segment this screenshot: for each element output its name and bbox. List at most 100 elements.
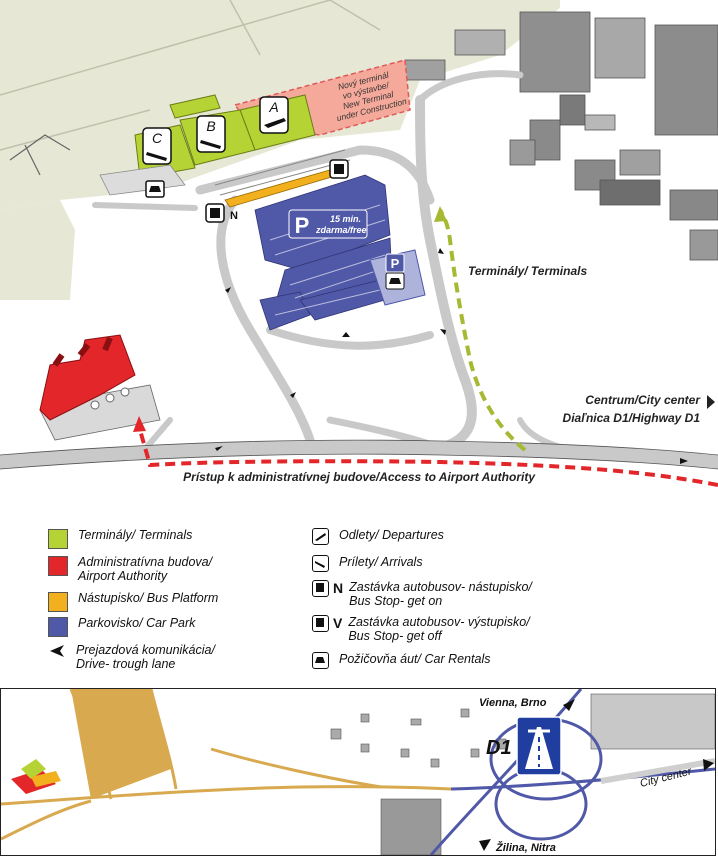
legend-authority-line-1: Administratívna budova/ — [78, 555, 213, 569]
legend-drive-through-text: Prejazdová komunikácia/Drive- trough lan… — [76, 643, 215, 671]
legend-bus-off-line-1: Zastávka autobusov- výstupisko/ — [348, 615, 530, 629]
terminal-c-letter: C — [152, 130, 163, 146]
road-edges — [0, 439, 718, 470]
route-highway-label: Diaľnica D1/Highway D1 — [563, 411, 701, 425]
legend-bus-on-line-1: Zastávka autobusov- nástupisko/ — [349, 580, 532, 594]
taxiway — [9, 134, 71, 176]
legend-authority-line-2: Airport Authority — [78, 569, 168, 583]
terminal-sign-b: B — [196, 115, 226, 153]
new-terminal-label: Nový terminál vo výstavbe/ New Terminal … — [328, 67, 408, 123]
bus-platform-swatch — [48, 592, 68, 612]
departures-icon — [312, 528, 329, 545]
legend-bus-off-letter: V — [333, 615, 343, 631]
bus-stop-n-letter: N — [230, 210, 238, 222]
legend-departures: Odlety/ Departures — [312, 528, 444, 545]
legend-drive-through: Prejazdová komunikácia/Drive- trough lan… — [48, 643, 215, 671]
inset-vienna-label: Vienna, Brno — [479, 697, 547, 709]
legend-bus-off-text: Zastávka autobusov- výstupisko/Bus Stop-… — [348, 615, 529, 643]
legend-bus-on-text: Zastávka autobusov- nástupisko/Bus Stop-… — [349, 580, 532, 608]
legend-drive-line-2: Drive- trough lane — [76, 657, 176, 671]
airport-mini — [11, 759, 61, 794]
parking-sign — [288, 209, 368, 239]
parking-free-line-2: zdarma/free — [315, 225, 367, 235]
city-road — [600, 758, 715, 784]
cargo-buildings — [404, 11, 718, 261]
drive-through-arrows — [215, 248, 688, 464]
route-terminals-label: Terminály/ Terminals — [468, 264, 587, 278]
legend-rentals: Požičovňa áut/ Car Rentals — [312, 652, 490, 669]
bus-icon — [312, 615, 329, 632]
inset-buildings — [330, 693, 715, 855]
inset-roads — [1, 689, 452, 841]
arrow-right-icon — [703, 759, 714, 771]
legend-bus-on-line-2: Bus Stop- get on — [349, 594, 443, 608]
legend-terminals: Terminály/ Terminals — [48, 528, 192, 549]
legend-car-park: Parkovisko/ Car Park — [48, 616, 195, 637]
inset-map: D1 Vienna, Brno City center Žilina, Nitr… — [0, 688, 716, 856]
legend-departures-text: Odlety/ Departures — [339, 528, 444, 542]
parking-sign-small: P — [385, 253, 405, 290]
legend-bus-off-line-2: Bus Stop- get off — [348, 629, 442, 643]
platform-canopy — [214, 149, 351, 196]
legend-drive-line-1: Prejazdová komunikácia/ — [76, 643, 215, 657]
legend-terminals-text: Terminály/ Terminals — [78, 528, 193, 542]
authority-building — [39, 334, 161, 441]
airport-map: Nový terminál vo výstavbe/ New Terminal … — [0, 0, 718, 487]
roads — [0, 70, 718, 469]
car-rental-sign — [145, 180, 165, 198]
arrow-down-left-icon — [479, 839, 491, 851]
parking-free-label: 15 min. zdarma/free — [315, 214, 367, 235]
parking-small-letter: P — [391, 256, 400, 271]
terminal-a-letter: A — [268, 99, 278, 115]
route-terminals-line — [438, 208, 527, 452]
route-authority-arrow — [133, 416, 146, 432]
terminals-swatch — [48, 529, 68, 549]
inset-svg: D1 Vienna, Brno City center Žilina, Nitr… — [1, 689, 715, 855]
drive-through-arrow-icon — [48, 643, 66, 659]
arrivals-icon — [146, 152, 167, 161]
bus-icon — [210, 208, 220, 218]
arrow-right-icon — [707, 395, 715, 409]
terminal-sign-c: C — [142, 127, 172, 165]
arrivals-icon — [312, 555, 329, 572]
car-rental-icon — [149, 186, 161, 192]
legend-bus-on: N Zastávka autobusov- nástupisko/Bus Sto… — [312, 580, 532, 608]
parking-letter: P — [295, 213, 310, 238]
legend-rentals-text: Požičovňa áut/ Car Rentals — [339, 652, 491, 666]
arrow-up-right-icon — [563, 699, 575, 711]
route-terminals-arrow — [434, 206, 447, 222]
inset-zilina-label: Žilina, Nitra — [495, 841, 556, 854]
legend-bus-on-letter: N — [333, 580, 344, 596]
bus-icon — [334, 164, 344, 174]
legend-bus-platform-text: Nástupisko/ Bus Platform — [78, 591, 219, 605]
airfield-area — [0, 200, 75, 300]
legend-authority-text: Administratívna budova/Airport Authority — [78, 555, 212, 583]
legend-bus-platform: Nástupisko/ Bus Platform — [48, 591, 218, 612]
legend-arrivals-text: Prílety/ Arrivals — [339, 555, 423, 569]
runway-edge — [0, 0, 381, 151]
authority-swatch — [48, 556, 68, 576]
legend-authority: Administratívna budova/Airport Authority — [48, 555, 212, 583]
legend: Terminály/ Terminals Administratívna bud… — [0, 500, 718, 685]
route-authority-line — [138, 429, 718, 487]
terminal-sign-a: A — [259, 96, 289, 134]
bus-stop-v — [329, 159, 349, 179]
route-authority-label: Prístup k administratívnej budove/Access… — [183, 470, 536, 484]
terminal-b-letter: B — [206, 118, 215, 134]
bus-icon — [312, 580, 329, 597]
parking-free-line-1: 15 min. — [330, 214, 361, 224]
car-rental-icon — [389, 278, 401, 284]
highway-sign — [516, 716, 562, 776]
route-city-label: Centrum/City center — [585, 393, 701, 407]
field-area — [71, 689, 171, 799]
arrivals-icon — [200, 140, 221, 149]
bus-stop-n: N — [205, 203, 238, 223]
car-park-swatch — [48, 617, 68, 637]
legend-car-park-text: Parkovisko/ Car Park — [78, 616, 196, 630]
legend-bus-off: V Zastávka autobusov- výstupisko/Bus Sto… — [312, 615, 530, 643]
inset-highway-label: D1 — [486, 737, 512, 759]
legend-arrivals: Prílety/ Arrivals — [312, 555, 423, 572]
car-rental-icon — [312, 652, 329, 669]
departures-icon — [264, 118, 286, 128]
terminal-pier — [169, 94, 221, 119]
